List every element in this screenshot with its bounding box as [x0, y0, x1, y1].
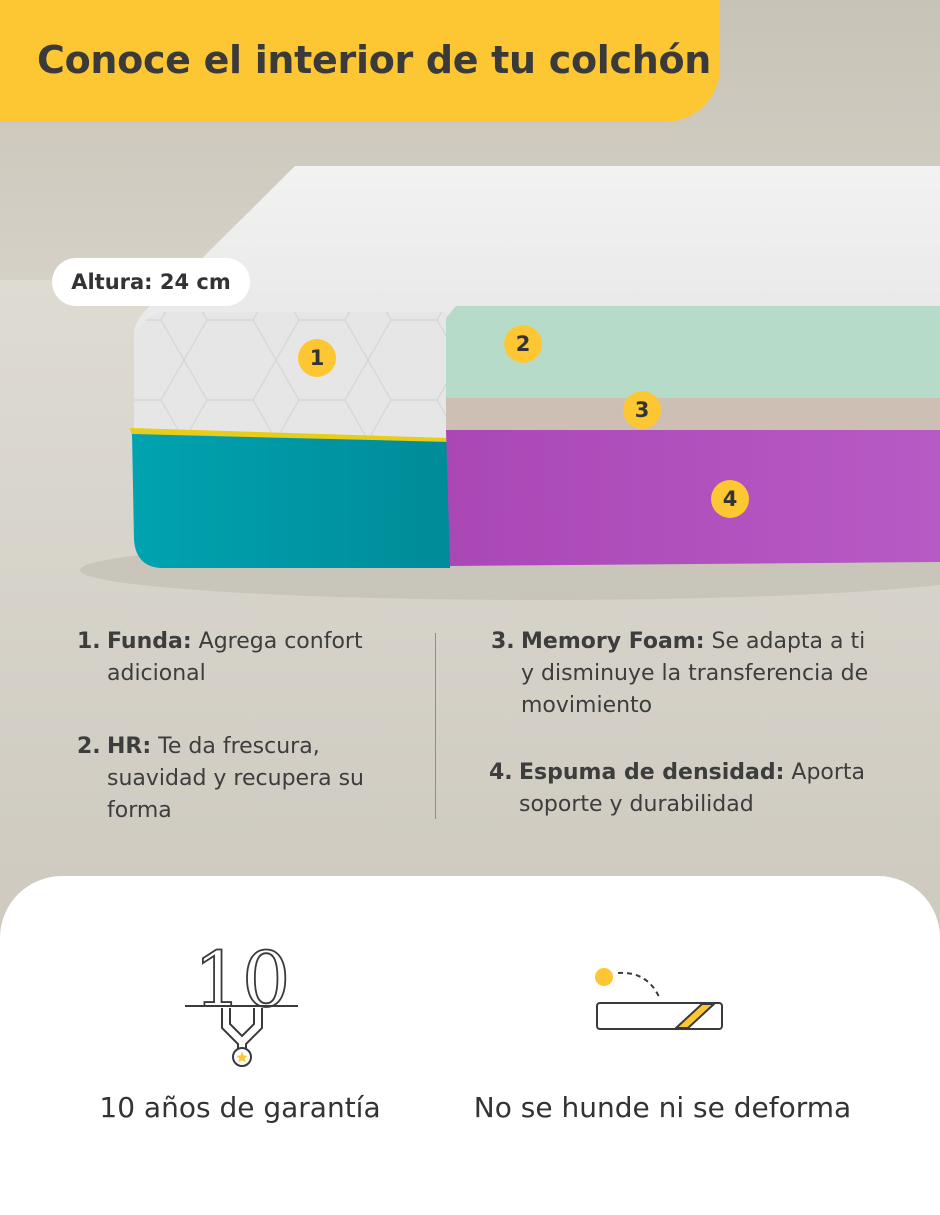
- height-badge: Altura: 24 cm: [52, 258, 250, 306]
- layer-badge-3: 3: [623, 391, 661, 429]
- layer-description-2: 2. HR: Te da frescura, suavidad y recupe…: [77, 731, 387, 827]
- layer-badge-1: 1: [298, 339, 336, 377]
- no-sag-mattress-icon: [595, 968, 723, 1030]
- layer-description-3: 3. Memory Foam: Se adapta a ti y disminu…: [491, 626, 876, 722]
- layer-description-number: 4.: [489, 760, 513, 785]
- warranty-medal-icon: 10: [185, 940, 298, 1067]
- layer-description-name: Memory Foam:: [521, 629, 705, 654]
- layer-description-number: 2.: [77, 734, 101, 759]
- warranty-label: 10 años de garantía: [99, 1091, 381, 1124]
- layer-description-text: Se adapta a ti y disminuye la transferen…: [521, 629, 869, 718]
- layer-description-4: 4. Espuma de densidad: Aporta soporte y …: [489, 757, 879, 821]
- column-divider: [435, 633, 436, 819]
- layer-description-number: 3.: [491, 629, 515, 654]
- layer-description-text: Te da frescura, suavidad y recupera su f…: [107, 734, 364, 823]
- layer-badge-4: 4: [711, 480, 749, 518]
- layer-description-1: 1. Funda: Agrega confort adicional: [77, 626, 387, 690]
- layer-description-text: Aporta soporte y durabilidad: [519, 760, 866, 817]
- layer-description-name: HR:: [107, 734, 152, 759]
- features-card: [0, 876, 940, 1215]
- layer-description-text: Agrega confort adicional: [107, 629, 363, 686]
- layer-description-number: 1.: [77, 629, 101, 654]
- layer-description-name: Funda:: [107, 629, 192, 654]
- no-sag-label: No se hunde ni se deforma: [473, 1091, 852, 1124]
- warranty-number: 10: [194, 940, 291, 1024]
- layer-badge-2: 2: [504, 325, 542, 363]
- layer-description-name: Espuma de densidad:: [519, 760, 785, 785]
- page-title: Conoce el interior de tu colchón: [37, 38, 712, 82]
- title-banner: Conoce el interior de tu colchón: [0, 0, 720, 122]
